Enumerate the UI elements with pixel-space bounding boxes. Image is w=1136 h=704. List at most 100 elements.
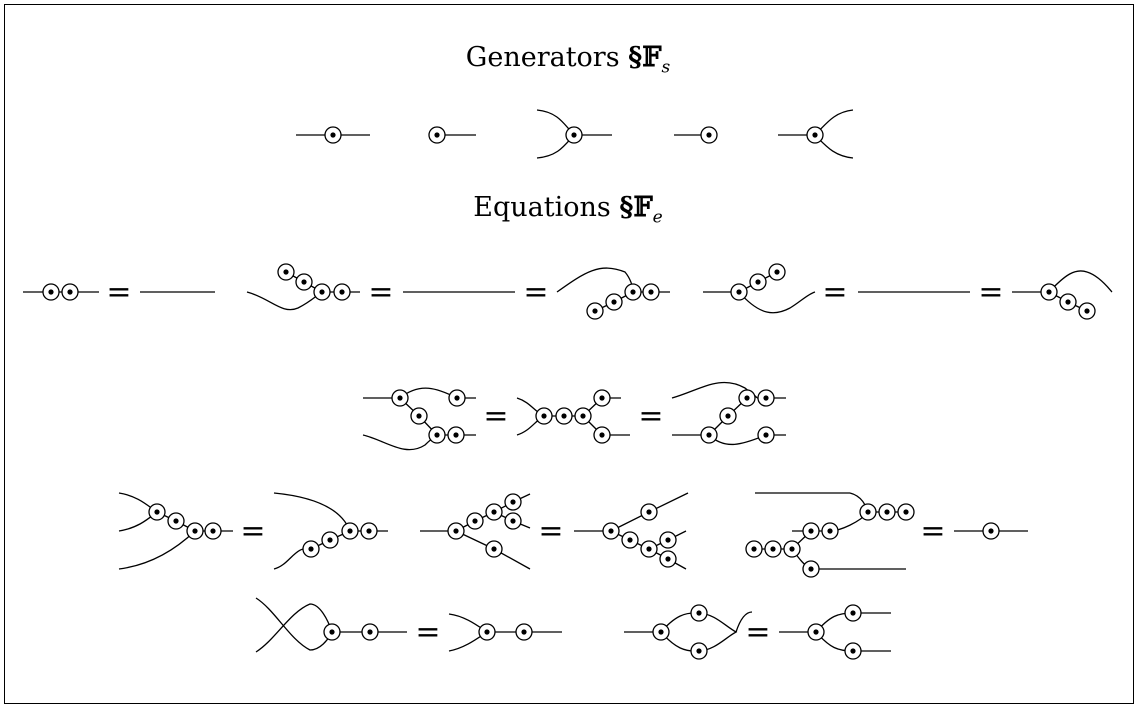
node [428,126,446,144]
node-dot [347,528,353,534]
node-dot [611,299,617,305]
node-dot [696,610,702,616]
node-dot [154,509,160,515]
node-dot [397,395,403,401]
wire [735,611,753,633]
node [602,522,620,540]
node [749,273,767,291]
node-dot [665,537,671,543]
node [764,540,782,558]
node [466,512,484,530]
node [42,283,60,301]
node [624,283,642,301]
node-dot [665,556,671,562]
node [897,503,915,521]
node-dot [453,528,459,534]
node-dot [454,395,460,401]
node [844,604,862,622]
node-dot [48,289,54,295]
node-dot [339,289,345,295]
node-dot [283,269,289,275]
node-dot [658,629,664,635]
node-dot [67,289,73,295]
wire [255,597,333,651]
node-dot [434,132,440,138]
node-dot [561,413,567,419]
node [757,389,775,407]
node [277,263,295,281]
node-dot [755,279,761,285]
node [61,283,79,301]
node [690,642,708,660]
node-dot [510,518,516,524]
node [333,283,351,301]
node-dot [751,546,757,552]
node-dot [173,518,179,524]
node [802,522,820,540]
node [802,560,820,578]
node-dot [521,629,527,635]
node [844,642,862,660]
equals-sign: = [106,275,131,310]
node-dot [744,395,750,401]
node-dot [510,499,516,505]
node-dot [865,509,871,515]
node [504,512,522,530]
node [659,550,677,568]
node-dot [988,528,994,534]
node [730,283,748,301]
node-dot [903,509,909,515]
equals-sign: = [523,275,548,310]
wire [255,603,333,653]
node-dot [696,648,702,654]
node [1078,302,1096,320]
nodes-layer [42,126,1096,660]
node [757,426,775,444]
node-dot [308,546,314,552]
node-dot [472,518,478,524]
node [690,604,708,622]
node-dot [808,528,814,534]
equals-sign: = [240,514,265,549]
equals-sign: = [978,275,1003,310]
node-dot [646,546,652,552]
node [878,503,896,521]
node [640,503,658,521]
node [555,407,573,425]
node [515,623,533,641]
wire [273,492,351,532]
equals-sign: = [368,275,393,310]
node [148,503,166,521]
node-dot [416,413,422,419]
node [167,512,185,530]
generators-heading-label: Generators [465,42,620,73]
node-dot [484,629,490,635]
node-dot [850,648,856,654]
equals-signs-layer: ============ [106,275,1003,650]
node-dot [736,289,742,295]
node [186,522,204,540]
node-dot [367,629,373,635]
node [982,522,1000,540]
node-dot [1065,299,1071,305]
node-dot [706,132,712,138]
node-dot [827,528,833,534]
node [448,389,466,407]
node [700,426,718,444]
node [1040,283,1058,301]
equals-sign: = [415,615,440,650]
node-dot [850,610,856,616]
node [586,302,604,320]
equals-sign: = [920,514,945,549]
node [565,126,583,144]
node [593,389,611,407]
node [447,426,465,444]
node-dot [599,432,605,438]
wire [246,291,323,311]
node-dot [592,308,598,314]
node-dot [627,537,633,543]
node-dot [763,432,769,438]
node [574,407,592,425]
node [807,623,825,641]
node [593,426,611,444]
